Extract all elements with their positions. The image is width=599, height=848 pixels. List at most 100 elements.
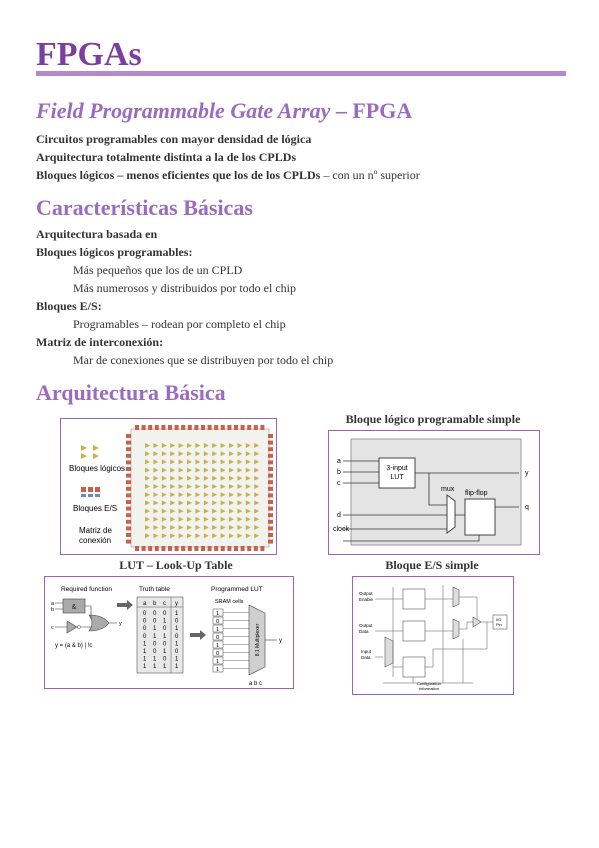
- io-block: [268, 513, 273, 518]
- truth-table-header: y: [175, 601, 178, 607]
- logic-block: [237, 459, 243, 465]
- section-heading-fpga: Field Programmable Gate Array – FPGA: [36, 98, 412, 124]
- logic-block-figure: 3-input LUT mux flip-flop a b c d clock …: [328, 430, 540, 555]
- logic-block: [195, 484, 201, 489]
- io-block: [148, 425, 153, 430]
- logic-block: [203, 459, 209, 465]
- io-block: [268, 480, 273, 485]
- io-block: [268, 473, 273, 478]
- logic-block-diagram: 3-input LUT mux flip-flop a b c d clock …: [333, 438, 529, 546]
- logic-block: [161, 516, 167, 522]
- io-block: [227, 425, 232, 430]
- logic-block: [220, 516, 226, 522]
- svg-text:b: b: [51, 607, 54, 613]
- logic-block: [203, 467, 209, 473]
- logic-block: [220, 443, 226, 448]
- io-block: [126, 486, 131, 491]
- sram-cell-value: 0: [216, 651, 219, 657]
- output-y: y: [525, 470, 529, 477]
- truth-table-cell: 1: [175, 626, 179, 632]
- label-bloques-es: Bloques E/S: [73, 504, 117, 513]
- logic-block: [245, 500, 251, 506]
- page-title: FPGAs: [36, 36, 142, 73]
- logic-block: [161, 492, 167, 498]
- logic-block: [203, 508, 209, 514]
- logic-block: [220, 475, 226, 481]
- lut-diagram: Required function Truth table Programmed…: [51, 586, 282, 687]
- io-block: [126, 493, 131, 498]
- logic-block: [145, 500, 150, 506]
- io-block: [268, 506, 273, 511]
- io-block: [126, 467, 131, 471]
- arrow-icon: [117, 600, 133, 610]
- logic-block: [170, 508, 176, 514]
- logic-block: [187, 525, 192, 530]
- logic-block: [170, 475, 176, 481]
- logic-block: [195, 475, 201, 481]
- truth-table-cell: 1: [175, 657, 179, 663]
- logic-block: [212, 459, 218, 465]
- logic-block: [153, 508, 159, 514]
- logic-block: [212, 475, 218, 481]
- logic-block: [195, 533, 201, 539]
- logic-block: [178, 525, 184, 530]
- io-label: Output: [359, 623, 373, 628]
- logic-block: [161, 459, 167, 465]
- truth-table-cell: 0: [153, 641, 157, 647]
- truth-table-cell: 0: [143, 611, 147, 617]
- io-block: [240, 425, 245, 430]
- truth-table-cell: 1: [163, 649, 167, 655]
- truth-table-cell: 1: [175, 611, 179, 617]
- logic-block: [153, 475, 159, 481]
- logic-block: [245, 525, 251, 530]
- io-block: [227, 546, 232, 551]
- logic-block: [161, 525, 167, 530]
- logic-block: [145, 533, 150, 539]
- logic-block: [229, 533, 234, 539]
- io-block: [126, 453, 131, 458]
- input-c: c: [337, 480, 341, 487]
- io-block: [181, 546, 186, 551]
- logic-block: [145, 459, 150, 465]
- truth-table-cell: 0: [163, 641, 167, 647]
- io-block: [141, 425, 146, 430]
- logic-block: [195, 467, 201, 473]
- io-block: [126, 506, 131, 511]
- logic-block: [145, 508, 150, 514]
- text-line: Arquitectura basada en: [36, 227, 158, 241]
- logic-block-grid: [126, 425, 273, 551]
- required-function-label: Required function: [61, 586, 112, 593]
- text-line: Matriz de interconexión:: [36, 335, 164, 349]
- logic-block: [237, 516, 243, 522]
- io-label: I/O: [496, 617, 501, 622]
- programmed-lut-label: Programmed LUT: [211, 586, 263, 593]
- logic-block: [161, 467, 167, 473]
- logic-block: [245, 443, 251, 448]
- logic-block: [170, 516, 176, 522]
- svg-text:c: c: [51, 625, 54, 631]
- logic-block: [161, 500, 167, 506]
- logic-block: [254, 500, 260, 506]
- truth-table-cell: 1: [175, 641, 179, 647]
- logic-block: [187, 500, 192, 506]
- logic-block: [187, 516, 192, 522]
- bold-part: Bloques lógicos – menos eficientes que l…: [36, 168, 321, 182]
- io-block: [148, 546, 153, 551]
- logic-block: [170, 492, 176, 498]
- logic-block: [229, 492, 234, 498]
- logic-block: [203, 451, 209, 457]
- input-d: d: [337, 512, 341, 519]
- io-block: [187, 425, 192, 430]
- truth-table-cell: 0: [163, 657, 167, 663]
- io-block: [168, 546, 172, 551]
- logic-block: [187, 475, 192, 481]
- io-block: [220, 425, 225, 430]
- logic-block: [153, 525, 159, 530]
- truth-table-cell: 1: [143, 649, 147, 655]
- logic-block: [254, 492, 260, 498]
- legend-io-block-icon: [81, 487, 100, 497]
- logic-block: [237, 484, 243, 489]
- logic-block: [170, 467, 176, 473]
- logic-block: [195, 508, 201, 514]
- io-block: [126, 460, 131, 465]
